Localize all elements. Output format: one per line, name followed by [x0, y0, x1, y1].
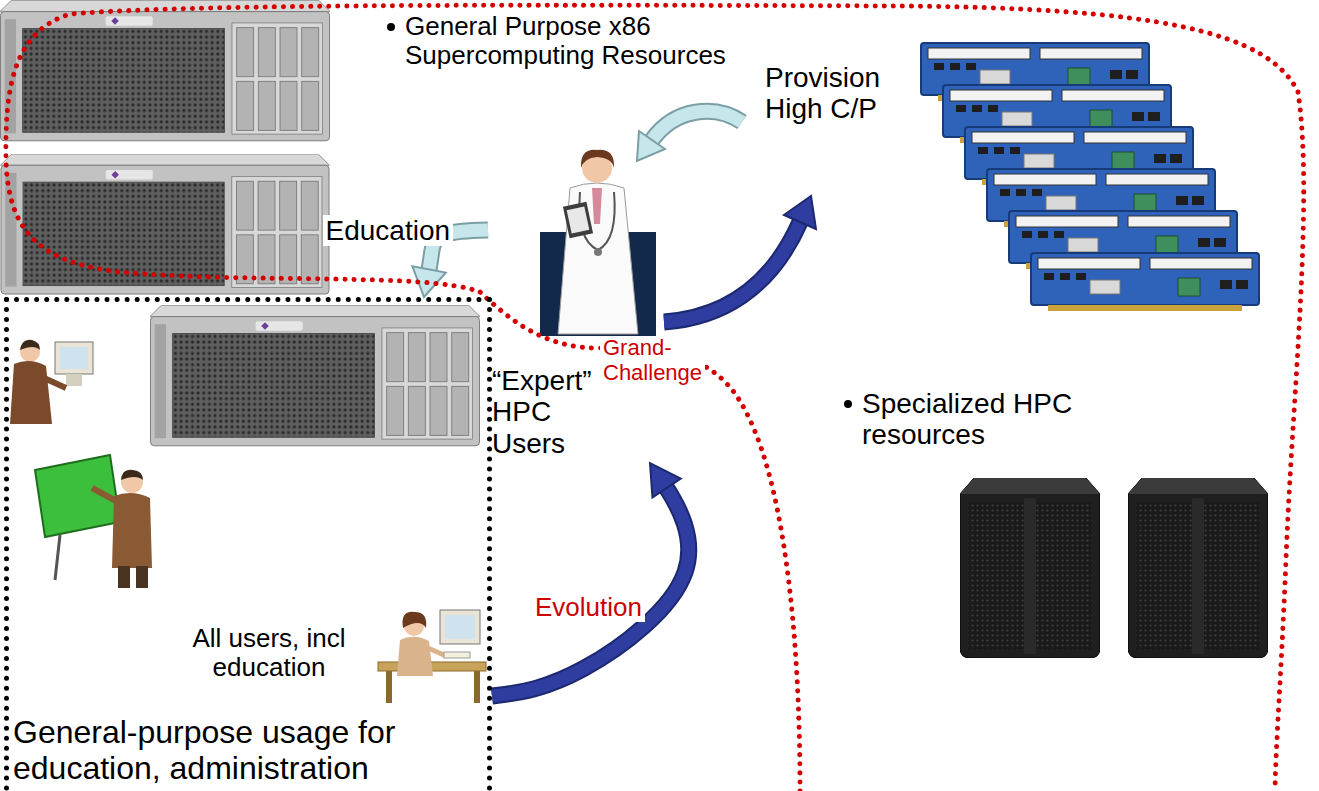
grand-challenge-label: Grand-Challenge: [600, 336, 705, 385]
memory-boards-part: [1031, 253, 1259, 311]
text-slot: General Purpose x86 Supercomputing Resou…: [405, 12, 755, 70]
presenter-clipart-part: [92, 488, 118, 502]
doctor-figure-part: [563, 202, 593, 238]
general-user-box: All users, incl educationGeneral-purpose…: [4, 297, 492, 791]
presenter-clipart-part: [121, 470, 143, 480]
doctor-figure-part: [558, 183, 638, 334]
presenter-clipart-part: [118, 566, 130, 588]
presenter-clipart-part: [35, 455, 120, 537]
office-worker-clipart-part: [66, 374, 82, 386]
provision-arrow-part: [784, 196, 816, 229]
x86-server-stack: [0, 0, 480, 445]
provision-arrow-part: [664, 222, 800, 322]
presenter-clipart-part: [136, 566, 148, 588]
x86-server-stack-part: [0, 0, 330, 140]
edge-label-slot: Education: [323, 215, 454, 246]
text-slot: “Expert” HPC Users: [492, 365, 660, 459]
x86-server-stack-part: [1, 154, 330, 294]
desk-worker-clipart-part: [386, 671, 392, 703]
presenter-clipart-part: [55, 535, 60, 580]
desk-worker-clipart: [378, 610, 486, 703]
office-worker-clipart-part: [60, 347, 88, 369]
supply-arrow-part: [652, 111, 742, 140]
supply-arrow-part: [637, 131, 665, 161]
provision-arrow-part: [664, 222, 800, 322]
presenter-clipart-part: [112, 493, 152, 568]
supply-arrow-part: [652, 111, 742, 140]
doctor-figure-part: [567, 206, 590, 233]
bullet-dot: [387, 23, 395, 31]
flow-arrow: [412, 230, 488, 297]
text-slot: All users, incl education: [177, 624, 361, 682]
arrow-head: [650, 463, 681, 497]
office-worker-clipart-part: [55, 342, 93, 374]
text-slot: General-purpose usage for education, adm…: [13, 715, 483, 787]
provision-label: Provision High C/P: [765, 62, 915, 125]
memory-boards: [921, 43, 1259, 311]
x86-server-stack-part: [150, 305, 480, 445]
office-worker-clipart-part: [44, 378, 66, 388]
desk-worker-clipart-part: [440, 610, 480, 644]
edge-label-slot: Evolution: [532, 593, 645, 622]
office-worker-clipart-part: [20, 340, 40, 350]
text-slot: Specialized HPC resources: [862, 388, 1132, 451]
doctor-figure-part: [594, 248, 602, 256]
doctor-figure: [540, 150, 656, 336]
vector-supercomputers: [960, 478, 1268, 658]
bullet-dot: [844, 400, 852, 408]
arrow-body: [492, 463, 689, 696]
expert-user-figure: “Expert” HPC Users: [488, 135, 660, 463]
desk-worker-clipart-part: [445, 615, 475, 639]
flow-arrow: [492, 463, 689, 696]
region-outline-path: [6, 5, 1304, 791]
edge-label: Evolution: [532, 593, 645, 622]
presenter-clipart: [35, 455, 152, 588]
office-worker-clipart: [10, 340, 93, 424]
bullet-heading: Specialized HPC resources: [862, 388, 1132, 451]
arrow-outline: [492, 463, 689, 696]
desk-worker-clipart-part: [444, 652, 470, 658]
office-worker-clipart-part: [10, 361, 52, 424]
bullet-heading: General Purpose x86 Supercomputing Resou…: [405, 12, 755, 70]
provision-arrow: [664, 196, 816, 322]
doctor-figure-part: [592, 188, 602, 224]
user-group-label: All users, incl education: [177, 624, 361, 682]
arrow-head: [412, 266, 445, 297]
label-slot: Provision High C/P: [765, 62, 915, 125]
desk-worker-clipart-part: [397, 637, 433, 676]
vector-supercomputers-part: [1128, 478, 1268, 658]
desk-worker-clipart-part: [474, 671, 480, 703]
edge-label: Education: [323, 215, 454, 246]
label-slot: Grand-Challenge: [600, 336, 705, 385]
desk-worker-clipart-part: [428, 648, 446, 656]
doctor-figure-part: [581, 150, 614, 168]
box-caption: General-purpose usage for education, adm…: [13, 715, 483, 787]
supply-arrow: [637, 111, 742, 161]
user-group-label: “Expert” HPC Users: [492, 365, 592, 459]
vector-supercomputers-part: [960, 478, 1100, 658]
desk-worker-clipart-part: [403, 612, 427, 628]
